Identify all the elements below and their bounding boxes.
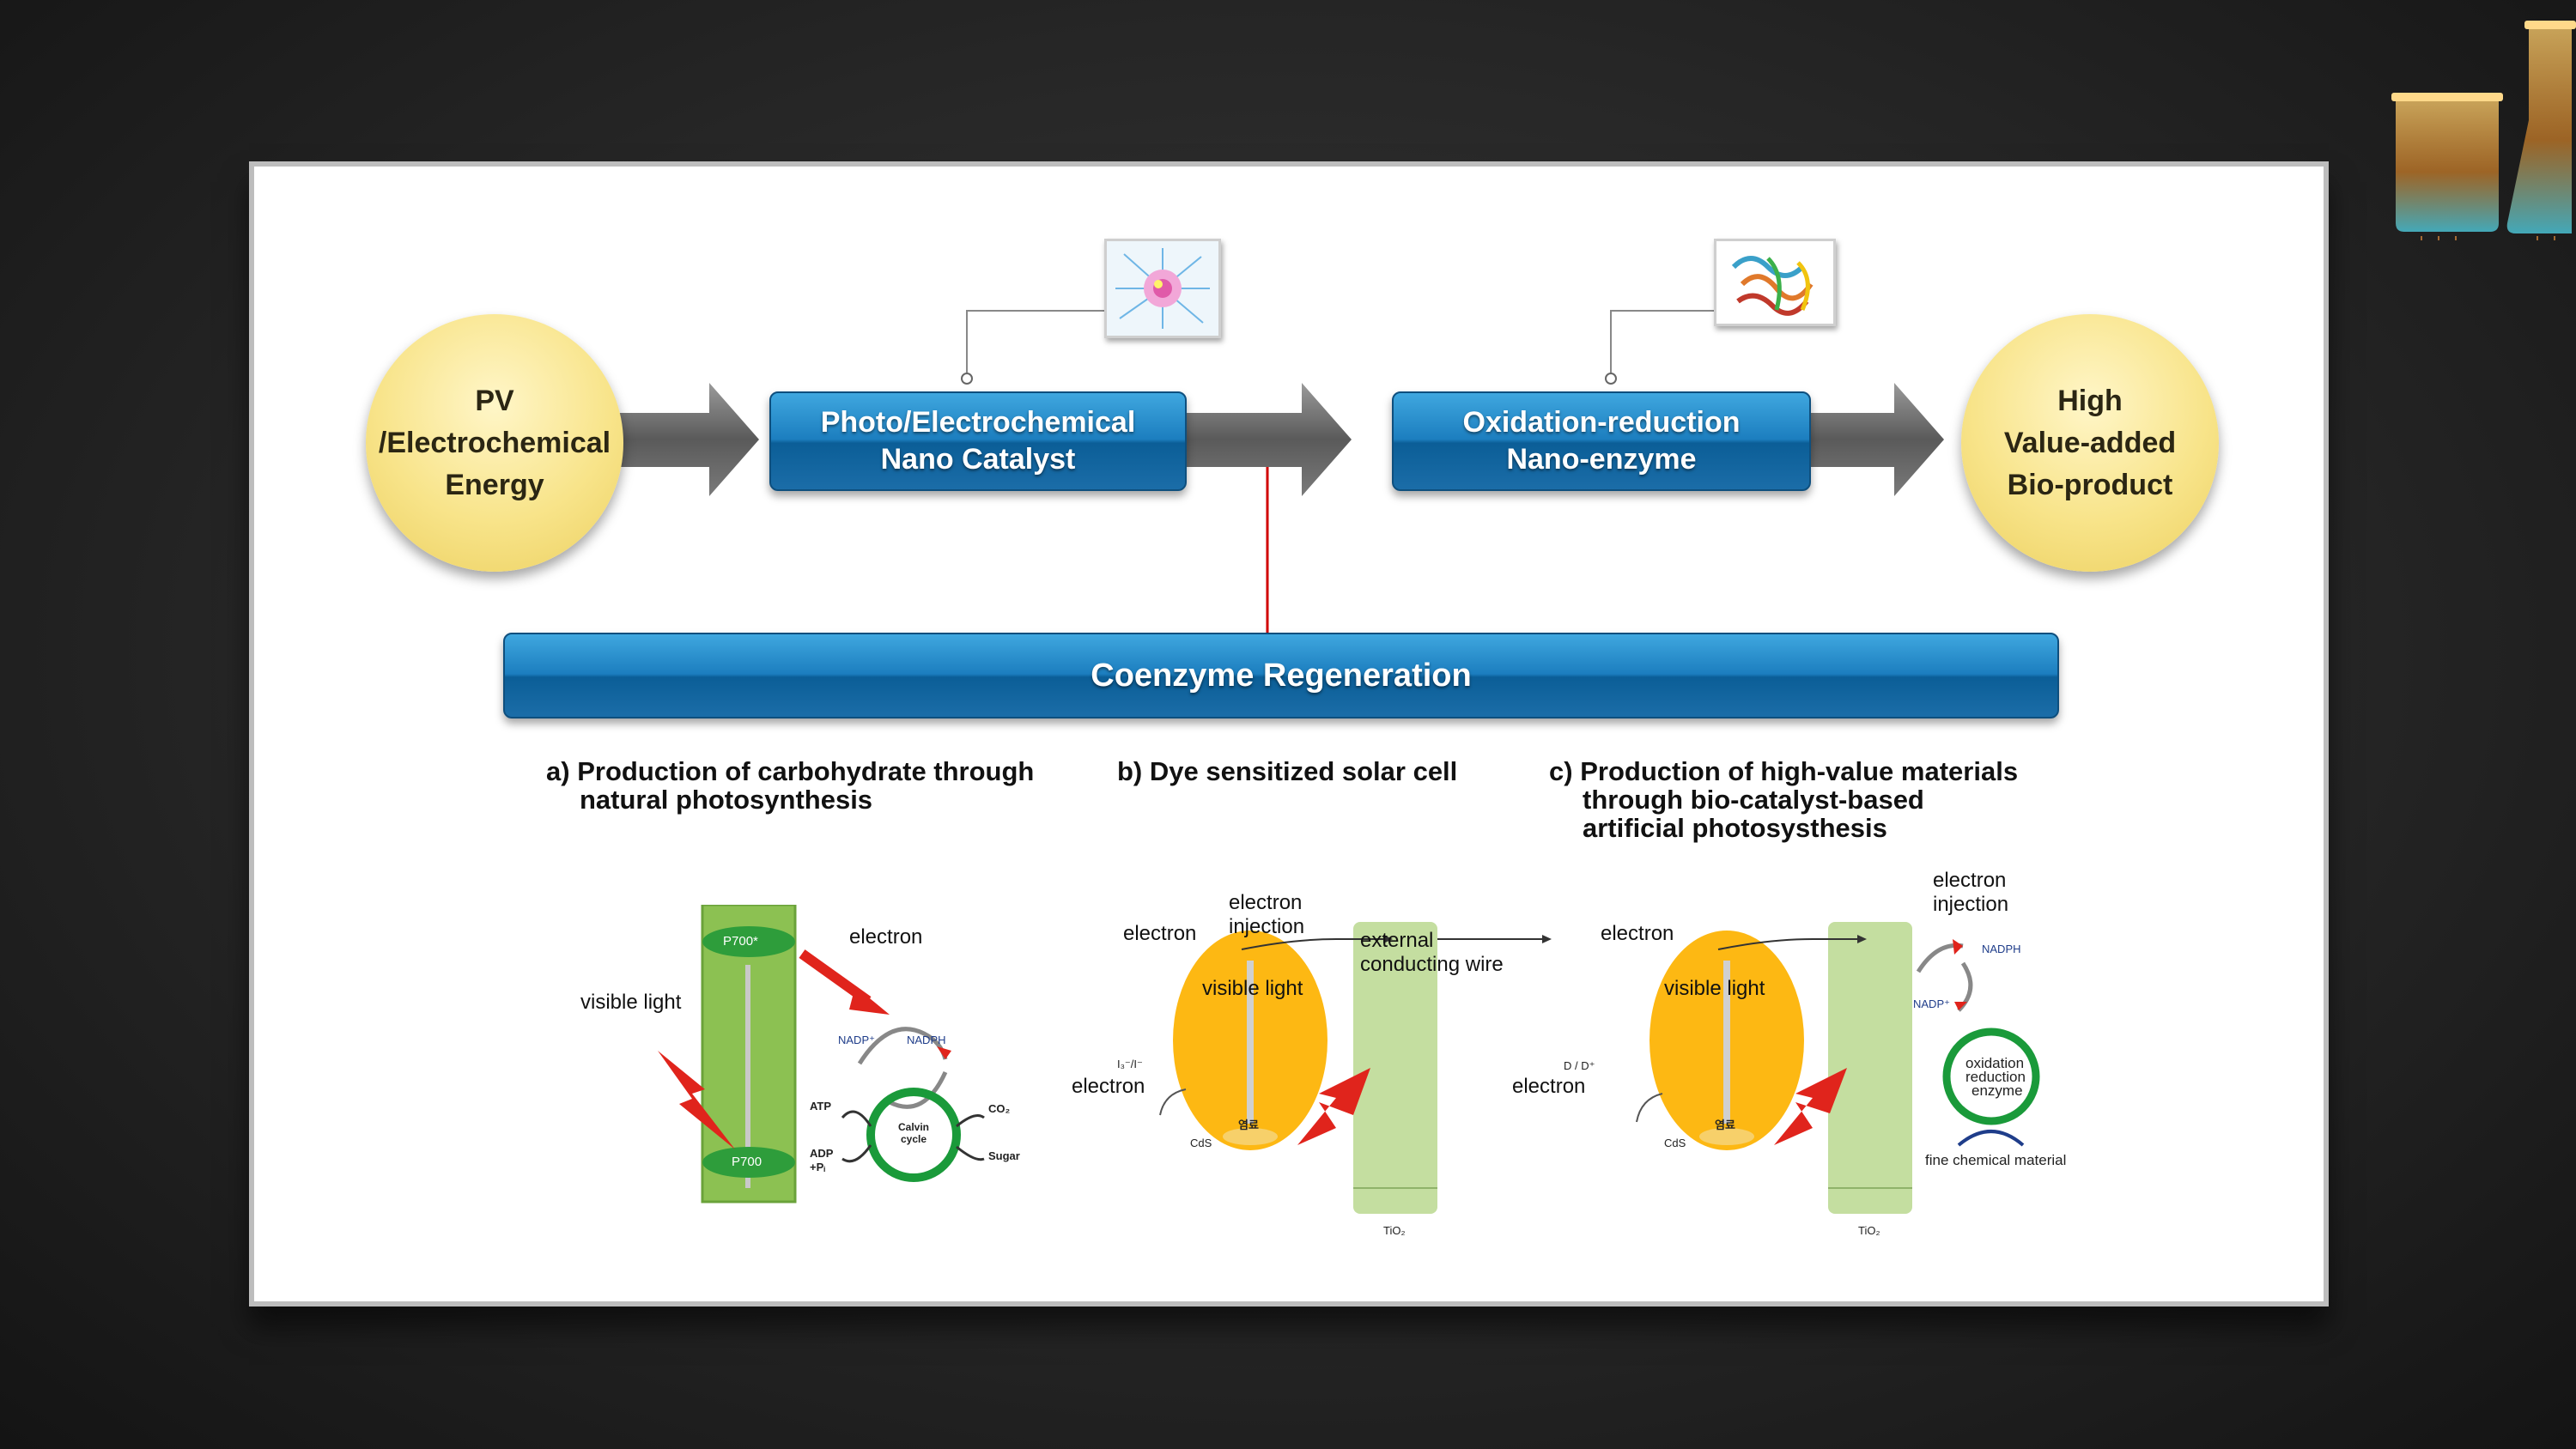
panel-a-letter: a) (546, 756, 570, 786)
donor-label: D / D⁺ (1564, 1059, 1595, 1072)
panel-a-electron-label: electron (849, 925, 923, 949)
panel-c-heading-line-3: artificial photosysthesis (1583, 813, 1887, 843)
panel-a-nadph-label: NADPH (907, 1034, 946, 1046)
panel-b-redox-label: I₃⁻/I⁻ (1117, 1058, 1143, 1070)
nano-catalyst-thumbnail (1104, 239, 1221, 338)
panel-b-injection-label-1: electron (1229, 891, 1303, 914)
adp-label: ADP (810, 1147, 834, 1160)
panel-b-electron-bottom-label: electron (1072, 1075, 1145, 1098)
diagram-slide: PV /Electrochemical Energy Photo/Electro… (249, 161, 2329, 1307)
nano-enzyme-box: Oxidation-reduction Nano-enzyme (1392, 391, 1811, 491)
nano-enzyme-thumbnail (1714, 239, 1836, 326)
flask-decoration-icon (2391, 21, 2576, 240)
panel-c-cds-label: CdS (1664, 1137, 1686, 1149)
energy-source-circle: PV /Electrochemical Energy (366, 314, 623, 572)
circle-line-2: /Electrochemical (378, 426, 611, 459)
product-line-1: High (2057, 384, 2123, 417)
panel-c-drawing (1636, 922, 2040, 1214)
external-wire-label-1: external (1360, 929, 1434, 952)
panel-b-tio2-label: TiO₂ (1383, 1224, 1406, 1237)
panel-a-nadp-label: NADP⁺ (838, 1034, 875, 1046)
panel-c-visible-light-label: visible light (1664, 977, 1765, 1000)
panel-b-heading: b) Dye sensitized solar cell (1117, 757, 1512, 785)
bio-product-circle: High Value-added Bio-product (1961, 314, 2219, 572)
panel-b-visible-light-label: visible light (1202, 977, 1303, 1000)
enzyme-label-3: enzyme (1971, 1082, 2023, 1099)
nano-catalyst-box: Photo/Electrochemical Nano Catalyst (769, 391, 1187, 491)
panel-a-visible-light-label: visible light (580, 991, 682, 1014)
circle-line-3: Energy (445, 468, 544, 501)
panel-a-heading-line-2: natural photosynthesis (580, 785, 873, 815)
catalyst-line-1: Photo/Electrochemical (820, 406, 1136, 439)
panel-c-heading-line-2: through bio-catalyst-based (1583, 785, 1924, 815)
atp-label: ATP (810, 1100, 832, 1113)
panel-a-heading: a) Production of carbohydrate through na… (546, 757, 1096, 814)
product-line-3: Bio-product (2007, 468, 2173, 501)
panel-b-dye-label: 염료 (1238, 1119, 1259, 1131)
coenzyme-regeneration-bar: Coenzyme Regeneration (503, 633, 2059, 718)
external-wire-label-2: conducting wire (1360, 953, 1504, 976)
nanoparticle-image (1107, 241, 1218, 336)
circle-line-1: PV (475, 384, 514, 417)
flow-arrow-3 (1800, 383, 1944, 496)
panel-c-nadph-label: NADPH (1982, 943, 2021, 955)
panel-a-figure: P700* P700 electron visible light NADP⁺ … (555, 905, 1121, 1385)
p700-label: P700 (732, 1155, 762, 1169)
panel-b-figure: electron injection electron external con… (1072, 888, 1577, 1334)
panel-c-electron-bottom-label: electron (1512, 1075, 1586, 1098)
panel-a-drawing (658, 905, 985, 1203)
panel-b-injection-label-2: injection (1229, 915, 1305, 938)
panel-c-dye-label: 염료 (1715, 1119, 1735, 1131)
panel-c-figure: electron injection electron visible ligh… (1499, 869, 2067, 1332)
pi-label: +Pᵢ (810, 1161, 826, 1173)
panel-c-injection-label-2: injection (1933, 893, 2009, 916)
enzyme-line-2: Nano-enzyme (1506, 443, 1697, 476)
enzyme-line-1: Oxidation-reduction (1462, 406, 1741, 439)
regeneration-label: Coenzyme Regeneration (1091, 657, 1472, 694)
co2-label: CO₂ (988, 1102, 1011, 1115)
p700-star-label: P700* (723, 934, 758, 949)
calvin-cycle-label: Calvin cycle (897, 1121, 929, 1145)
panel-c-heading: c) Production of high-value materials th… (1549, 757, 2081, 842)
flow-arrow-1 (615, 383, 759, 496)
panel-a-heading-line-1: Production of carbohydrate through (577, 756, 1035, 786)
panel-b-letter: b) (1117, 756, 1143, 786)
enzyme-label-1: oxidation (1965, 1055, 2025, 1071)
panel-c-injection-label-1: electron (1933, 869, 2007, 892)
panel-b-heading-line-1: Dye sensitized solar cell (1149, 756, 1458, 786)
panel-c-nadp-label: NADP⁺ (1913, 997, 1950, 1010)
panel-b-electron-top-label: electron (1123, 922, 1197, 945)
product-line-2: Value-added (2003, 426, 2177, 459)
panel-c-electron-top-label: electron (1601, 922, 1674, 945)
enzyme-label-2: reduction (1965, 1069, 2026, 1085)
catalyst-line-2: Nano Catalyst (880, 443, 1076, 476)
panel-b-cds-label: CdS (1190, 1137, 1212, 1149)
panel-b-drawing (1159, 922, 1552, 1214)
panel-c-tio2-label: TiO₂ (1858, 1224, 1880, 1237)
fine-chemical-label: fine chemical material (1925, 1152, 2067, 1168)
protein-structure-image (1716, 241, 1833, 324)
flow-arrow-2 (1182, 383, 1352, 496)
sugar-label: Sugar (988, 1149, 1020, 1162)
panel-c-heading-line-1: Production of high-value materials (1580, 756, 2019, 786)
panel-c-letter: c) (1549, 756, 1573, 786)
